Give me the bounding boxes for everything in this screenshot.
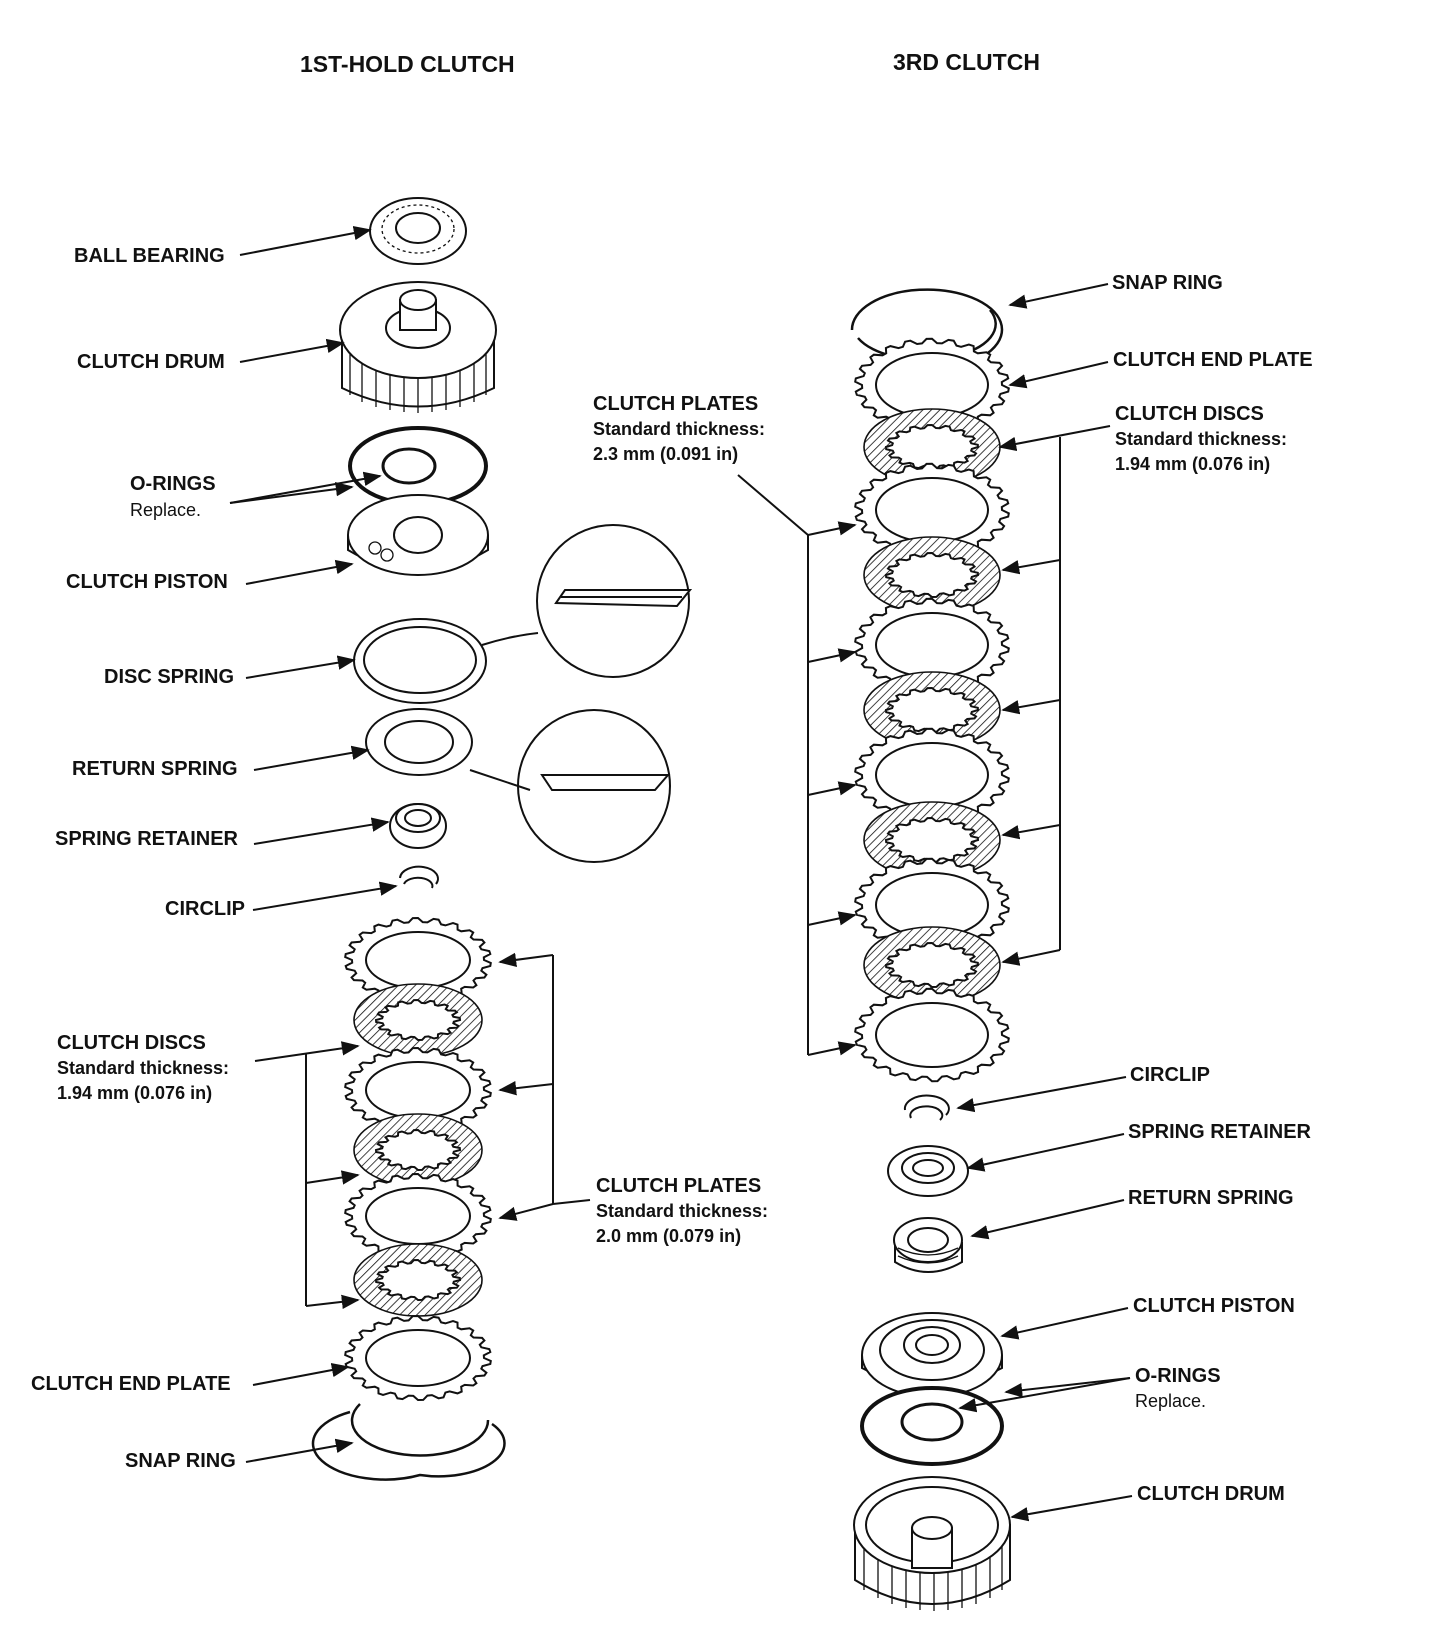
label-right-clutch-plates-value: 2.3 mm (0.091 in) bbox=[593, 444, 738, 464]
right-return-spring-part bbox=[893, 1217, 963, 1273]
label-left-clutch-discs-value: 1.94 mm (0.076 in) bbox=[57, 1083, 212, 1103]
label-left-circlip: CIRCLIP bbox=[165, 898, 245, 920]
label-right-o-rings: O-RINGS bbox=[1135, 1365, 1221, 1387]
label-left-clutch-plates-std: Standard thickness: bbox=[596, 1201, 768, 1221]
right-parts bbox=[850, 288, 1011, 1611]
title-1st-hold-clutch: 1ST-HOLD CLUTCH bbox=[300, 51, 515, 77]
label-right-spring-retainer: SPRING RETAINER bbox=[1128, 1121, 1312, 1143]
right-circlip-part bbox=[903, 1094, 950, 1121]
disc-spring-detail-circle bbox=[481, 524, 693, 678]
label-right-clutch-end-plate: CLUTCH END PLATE bbox=[1113, 349, 1313, 371]
label-left-o-rings: O-RINGS bbox=[130, 473, 216, 495]
right-clutch-disc-1 bbox=[863, 408, 1001, 486]
right-clutch-plate-0 bbox=[854, 337, 1010, 433]
left-clutch-drum-part bbox=[339, 281, 497, 413]
right-clutch-disc-3 bbox=[863, 536, 1001, 614]
label-left-clutch-discs-std: Standard thickness: bbox=[57, 1058, 229, 1078]
left-clutch-pack bbox=[344, 916, 492, 1402]
label-right-clutch-plates: CLUTCH PLATES bbox=[593, 393, 758, 415]
label-left-snap-ring: SNAP RING bbox=[125, 1450, 236, 1472]
label-right-clutch-piston: CLUTCH PISTON bbox=[1133, 1295, 1295, 1317]
left-snap-ring-part bbox=[311, 1403, 506, 1481]
right-spring-retainer-part bbox=[887, 1145, 969, 1197]
label-left-o-rings-note: Replace. bbox=[130, 500, 201, 520]
left-clutch-disc-5 bbox=[353, 1243, 483, 1317]
right-clutch-plate-4 bbox=[854, 597, 1010, 693]
label-left-clutch-plates: CLUTCH PLATES bbox=[596, 1175, 761, 1197]
label-right-clutch-discs: CLUTCH DISCS bbox=[1115, 403, 1264, 425]
label-left-ball-bearing: BALL BEARING bbox=[74, 245, 225, 267]
left-clutch-disc-1 bbox=[353, 983, 483, 1057]
label-right-snap-ring: SNAP RING bbox=[1112, 272, 1223, 294]
label-left-clutch-drum: CLUTCH DRUM bbox=[77, 351, 225, 373]
left-clutch-plate-0 bbox=[344, 916, 492, 1004]
label-right-clutch-discs-value: 1.94 mm (0.076 in) bbox=[1115, 454, 1270, 474]
right-clutch-piston-part bbox=[861, 1312, 1003, 1398]
left-clutch-piston-part bbox=[347, 494, 489, 576]
label-right-o-rings-note: Replace. bbox=[1135, 1391, 1206, 1411]
left-leader-lines bbox=[229, 225, 591, 1463]
right-clutch-plate-2 bbox=[854, 462, 1010, 558]
label-left-clutch-end-plate: CLUTCH END PLATE bbox=[31, 1373, 231, 1395]
label-left-spring-retainer: SPRING RETAINER bbox=[55, 828, 239, 850]
label-left-disc-spring: DISC SPRING bbox=[104, 666, 234, 688]
left-return-spring-part bbox=[365, 708, 473, 776]
left-clutch-plate-6 bbox=[344, 1314, 492, 1402]
label-left-clutch-discs: CLUTCH DISCS bbox=[57, 1032, 206, 1054]
label-left-clutch-plates-value: 2.0 mm (0.079 in) bbox=[596, 1226, 741, 1246]
label-right-circlip: CIRCLIP bbox=[1130, 1064, 1210, 1086]
left-circlip-part bbox=[399, 865, 439, 889]
label-right-return-spring: RETURN SPRING bbox=[1128, 1187, 1294, 1209]
title-3rd-clutch: 3RD CLUTCH bbox=[893, 49, 1040, 75]
right-clutch-plate-6 bbox=[854, 727, 1010, 823]
left-disc-spring-part bbox=[353, 618, 487, 704]
right-clutch-plate-10 bbox=[854, 987, 1010, 1083]
right-clutch-drum-part bbox=[853, 1476, 1011, 1611]
left-parts bbox=[311, 197, 506, 1481]
left-clutch-disc-3 bbox=[353, 1113, 483, 1187]
label-left-return-spring: RETURN SPRING bbox=[72, 758, 238, 780]
label-left-clutch-piston: CLUTCH PISTON bbox=[66, 571, 228, 593]
right-leader-lines bbox=[737, 283, 1133, 1522]
right-clutch-pack bbox=[854, 337, 1010, 1083]
return-spring-detail-circle bbox=[469, 709, 671, 863]
left-ball-bearing-part bbox=[369, 197, 467, 265]
right-clutch-disc-7 bbox=[863, 801, 1001, 879]
right-o-rings-part bbox=[860, 1386, 1004, 1466]
right-clutch-disc-9 bbox=[863, 926, 1001, 1004]
left-o-rings-part bbox=[348, 426, 488, 506]
label-right-clutch-drum: CLUTCH DRUM bbox=[1137, 1483, 1285, 1505]
label-right-clutch-plates-std: Standard thickness: bbox=[593, 419, 765, 439]
left-spring-retainer-part bbox=[389, 803, 447, 849]
label-right-clutch-discs-std: Standard thickness: bbox=[1115, 429, 1287, 449]
